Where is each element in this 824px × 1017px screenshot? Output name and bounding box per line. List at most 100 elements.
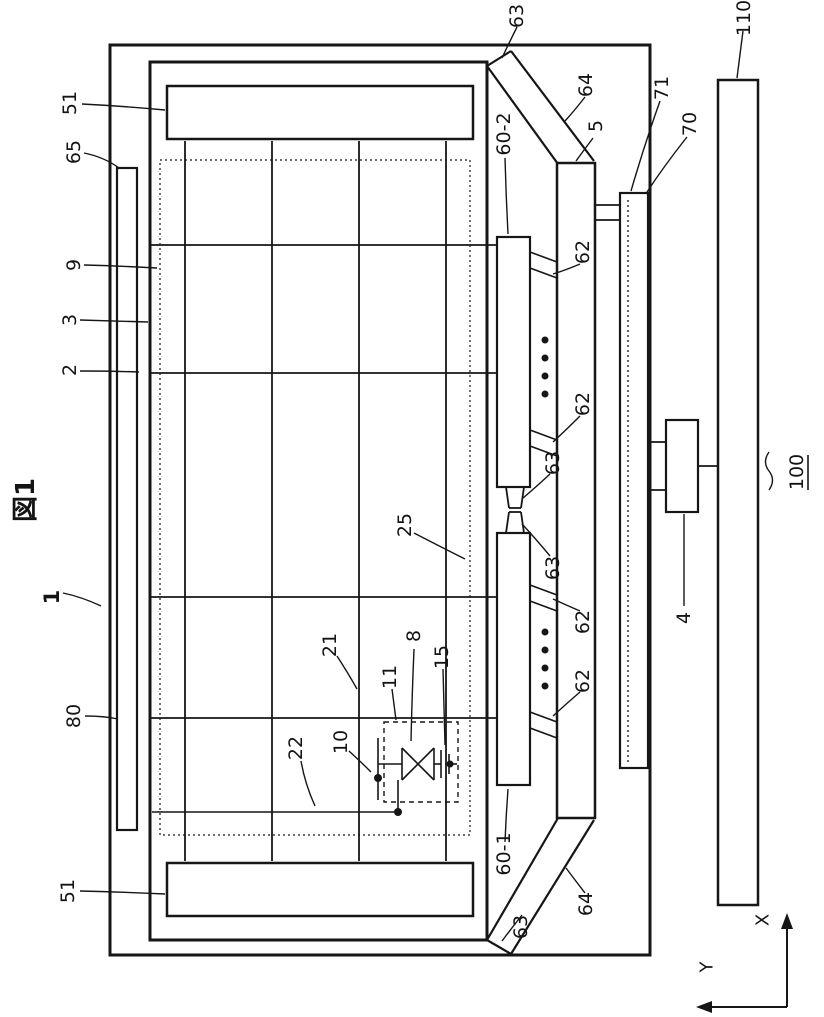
x-axis-arrowhead — [781, 913, 793, 929]
ref-label-22: 22 — [285, 736, 307, 760]
ref-label-8: 8 — [403, 630, 425, 642]
contact-dot — [394, 808, 402, 816]
active-area-dotted-rect — [159, 159, 471, 836]
ref-label-110: 110 — [733, 0, 755, 36]
ref-label-62-c: 62 — [572, 610, 594, 634]
ref-label-63-mid-b: 63 — [542, 556, 564, 580]
ref-label-9: 9 — [63, 259, 85, 271]
coordinate-axes — [696, 913, 793, 1013]
connector-component-rect — [664, 418, 700, 514]
grid-lines — [151, 141, 497, 861]
ref-label-11: 11 — [379, 665, 401, 689]
ref-label-63-top: 63 — [506, 4, 528, 28]
repeat-dots-upper — [541, 336, 549, 398]
leader-ref-9 — [83, 264, 158, 269]
ref-label-71: 71 — [651, 76, 673, 100]
film-band-top — [486, 50, 595, 165]
ref-label-63-bottom: 63 — [510, 915, 532, 939]
ref-label-15: 15 — [431, 645, 453, 669]
driver-section — [486, 50, 597, 955]
leader-ref-62-b — [552, 415, 581, 443]
leader-ref-1 — [62, 592, 102, 607]
ref-label-62-a: 62 — [572, 240, 594, 264]
figure-title: 図1 — [11, 478, 41, 522]
left-strip-rect — [115, 166, 139, 832]
y-axis-label: Y — [697, 961, 718, 974]
leader-ref-64-bottom — [565, 867, 586, 894]
leader-ref-62-d — [552, 691, 581, 717]
contact-dot — [374, 774, 382, 782]
ref-label-3: 3 — [59, 314, 81, 326]
ref-label-80: 80 — [63, 704, 85, 728]
ref-label-62-b: 62 — [572, 392, 594, 416]
bottom-bar-rect — [165, 861, 475, 918]
leader-ref-51-bottom — [79, 890, 166, 895]
leader-ref-63-mid-b — [521, 523, 551, 557]
outer-frame-rect — [108, 43, 652, 957]
ref-label-25: 25 — [394, 513, 416, 537]
leader-ref-60-2 — [504, 157, 509, 235]
leader-ref-25 — [413, 532, 466, 560]
leader-ref-80 — [84, 715, 119, 720]
connector-links — [648, 441, 718, 491]
bar-to-board-connection — [595, 204, 620, 221]
ref-label-1: 1 — [40, 590, 64, 605]
leader-ref-65 — [83, 152, 120, 169]
leader-ref-8 — [410, 648, 415, 742]
leader-ref-10 — [348, 750, 372, 773]
chip-to-bar-connections — [529, 251, 558, 739]
x-axis-label: X — [753, 914, 774, 926]
leader-ref-11 — [391, 688, 397, 721]
panel-rect — [148, 60, 489, 942]
ref-label-51-bottom: 51 — [57, 879, 79, 903]
leader-ref-63-mid-a — [522, 473, 551, 499]
reference-labels: 図1 1 51 65 9 3 2 80 51 22 10 21 11 8 15 … — [11, 0, 809, 974]
leader-ref-64-top — [564, 96, 586, 122]
ref-label-64-top: 64 — [575, 73, 597, 97]
leader-ref-62-c — [552, 598, 581, 612]
ref-label-70: 70 — [679, 112, 701, 136]
ref-label-65: 65 — [63, 140, 85, 164]
leader-ref-22 — [300, 760, 316, 807]
chip-terminal-tabs — [505, 486, 525, 534]
ref-label-4: 4 — [673, 612, 695, 624]
circuit-bar-rect — [555, 161, 597, 820]
contact-dot — [446, 760, 454, 768]
film-band-bottom — [486, 817, 595, 955]
ref-label-63-mid-a: 63 — [542, 451, 564, 475]
pixel-circuit-detail — [152, 721, 459, 816]
leader-ref-62-a — [552, 263, 581, 275]
leader-ref-70 — [646, 136, 688, 193]
top-bar-rect — [165, 84, 475, 141]
leader-ref-63-bottom — [501, 914, 523, 942]
ref-label-64-bottom: 64 — [575, 892, 597, 916]
leader-ref-3 — [79, 319, 149, 323]
leader-ref-51-top — [81, 103, 166, 111]
ref-label-5: 5 — [585, 120, 607, 132]
leader-ref-63-top — [501, 26, 518, 59]
ref-label-51-top: 51 — [59, 91, 81, 115]
leader-ref-2 — [79, 370, 140, 373]
pixel-dashed-rect — [383, 721, 459, 803]
leader-lines — [62, 26, 774, 942]
ref-label-62-d: 62 — [572, 669, 594, 693]
ref-label-60-1: 60-1 — [493, 832, 515, 875]
driver-chip-lower-rect — [495, 531, 532, 787]
ref-label-60-2: 60-2 — [493, 112, 515, 155]
leader-ref-15 — [442, 668, 446, 746]
leader-ref-60-1 — [504, 788, 509, 843]
ref-label-10: 10 — [330, 730, 352, 754]
driver-chip-upper-rect — [495, 235, 532, 489]
leader-ref-5 — [575, 137, 594, 162]
repeat-dots-lower — [541, 628, 549, 690]
ref-label-2: 2 — [59, 364, 81, 376]
ref-label-21: 21 — [319, 633, 341, 657]
board-section — [595, 78, 760, 907]
leader-ref-21 — [336, 655, 358, 690]
board-rect — [618, 191, 650, 770]
leader-ref-100-tilde — [764, 451, 774, 491]
device-outline — [108, 43, 652, 957]
external-board-rect — [716, 78, 760, 907]
